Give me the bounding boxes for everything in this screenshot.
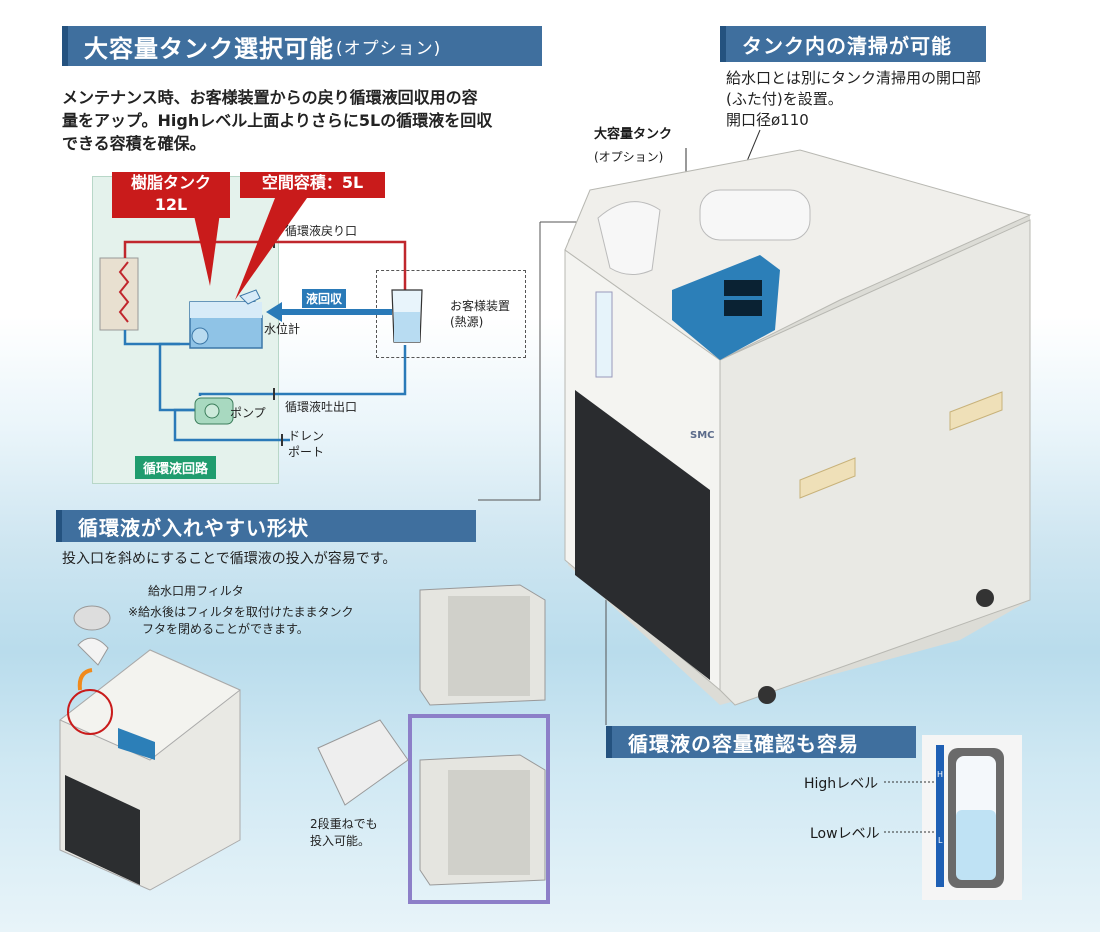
recovery-label: 液回収 [302,289,347,308]
filter [77,637,109,666]
high-level-label: Highレベル [804,776,879,792]
tank-fill-port [239,289,261,305]
heat-exchanger-coil [118,261,130,323]
cleaning-port-cap [699,189,811,241]
section-header-easy-fill: 循環液が入れやすい形状 [56,510,476,542]
large-tank-callout: 大容量タンク (オプション) [594,124,672,168]
filter-label: 給水口用フィルタ [148,584,244,598]
handle-right [949,391,1003,431]
body-line: メンテナンス時、お客様装置からの戻り循環液回収用の容 [62,88,478,107]
h-mark: H [937,770,944,779]
brand-logo: SMC [690,430,715,441]
tank-port [191,327,209,345]
pump-inlet-pipe [158,342,195,412]
section-header-large-tank: 大容量タンク選択可能 (オプション) [62,26,542,66]
stack-frame [408,714,550,904]
note-line2: フタを閉めることができます。 [142,622,309,636]
display-2 [724,300,762,316]
resin-tank-label-line1: 樹脂タンク [130,173,211,192]
space-volume-label: 空間容積：5L [240,172,385,198]
callout-pointer-tank [190,198,222,286]
section2-body: 給水口とは別にタンク清掃用の開口部 (ふた付)を設置。 開口径ø110 [726,68,1056,131]
small-unit-panel [118,728,155,760]
recovery-arrow-head [266,302,282,322]
section-title: 循環液の容量確認も容易 [628,731,859,756]
unit-front-grille [575,390,710,680]
drain-line1: ドレン [288,429,325,443]
body-line: 量をアップ。Highレベル上面よりさらに5Lの循環液を回収 [62,111,493,130]
tank-air-space [190,302,262,318]
level-gauge-detail [884,735,1022,900]
small-unit-illustration [59,605,241,891]
section1-body: メンテナンス時、お客様装置からの戻り循環液回収用の容 量をアップ。Highレベル… [62,86,562,155]
low-level-label: Lowレベル [810,826,880,842]
chiller-unit-illustration [564,149,1032,706]
return-port-label: 循環液戻り口 [285,224,358,238]
resin-tank-label: 樹脂タンク 12L [112,172,230,218]
leader-line-section3 [478,222,541,501]
l-mark: L [938,836,943,845]
filter-cap [73,605,111,631]
discharge-pipe [198,345,407,396]
pump-label: ポンプ [230,406,266,420]
tank-outlet-pipe [123,330,190,346]
caster [758,686,776,704]
fill-port-highlight [67,689,113,735]
large-tank-line1: 大容量タンク [594,127,673,142]
discharge-port-label: 循環液吐出口 [285,400,358,414]
drain-pipe [173,408,290,442]
customer-device-label: お客様装置 (熱源) [450,298,510,330]
fill-port [597,201,661,275]
stacked-units-illustration [317,584,550,904]
body-line: できる容積を確保。 [62,134,206,153]
customer-device-line1: お客様装置 [450,299,511,313]
drain-line2: ポート [288,445,325,459]
drain-port-label: ドレン ポート [288,428,324,460]
caster [976,589,994,607]
filter-note: ※給水後はフィルタを取付けたままタンク フタを閉めることができます。 [128,604,353,638]
section3-body: 投入口を斜めにすることで循環液の投入が容易です。 [62,551,397,567]
gauge-liquid [956,810,996,880]
handle-left [799,457,856,499]
large-tank-line2: (オプション) [594,150,664,164]
body-line: (ふた付)を設置。 [726,90,843,108]
callout-pointer-space [235,198,307,300]
stack-note: 2段重ねでも 投入可能。 [310,816,378,850]
beaker-liquid [394,312,420,342]
section-title-suffix: (オプション) [336,38,442,59]
pump-motor [204,403,220,419]
level-gauge-label: 水位計 [264,322,301,336]
body-line: 開口径ø110 [726,111,809,129]
circuit-label: 循環液回路 [135,456,217,479]
display-1 [724,280,762,296]
note-line1: ※給水後はフィルタを取付けたままタンク [128,605,354,619]
section-title: タンク内の清掃が可能 [742,33,952,58]
body-line: 給水口とは別にタンク清掃用の開口部 [726,69,982,87]
stack-line1: 2段重ねでも [310,817,378,831]
section-header-level-check: 循環液の容量確認も容易 [606,726,916,758]
gauge-scale-bar [936,745,944,887]
section-title: 循環液が入れやすい形状 [78,515,309,540]
customer-device-line2: (熱源) [450,315,484,329]
small-unit-grille [65,775,140,885]
upper-unit-vents [448,596,530,696]
liquid-container [317,719,409,806]
section-title: 大容量タンク選択可能 [84,34,334,63]
heat-exchanger [99,257,139,331]
lower-unit-vents [448,770,530,875]
rotate-arrow-icon [77,668,93,691]
section-header-cleaning: タンク内の清掃が可能 [720,26,986,62]
stack-line2: 投入可能。 [310,834,371,848]
resin-tank-label-line2: 12L [154,195,188,214]
level-gauge-window [595,291,613,378]
